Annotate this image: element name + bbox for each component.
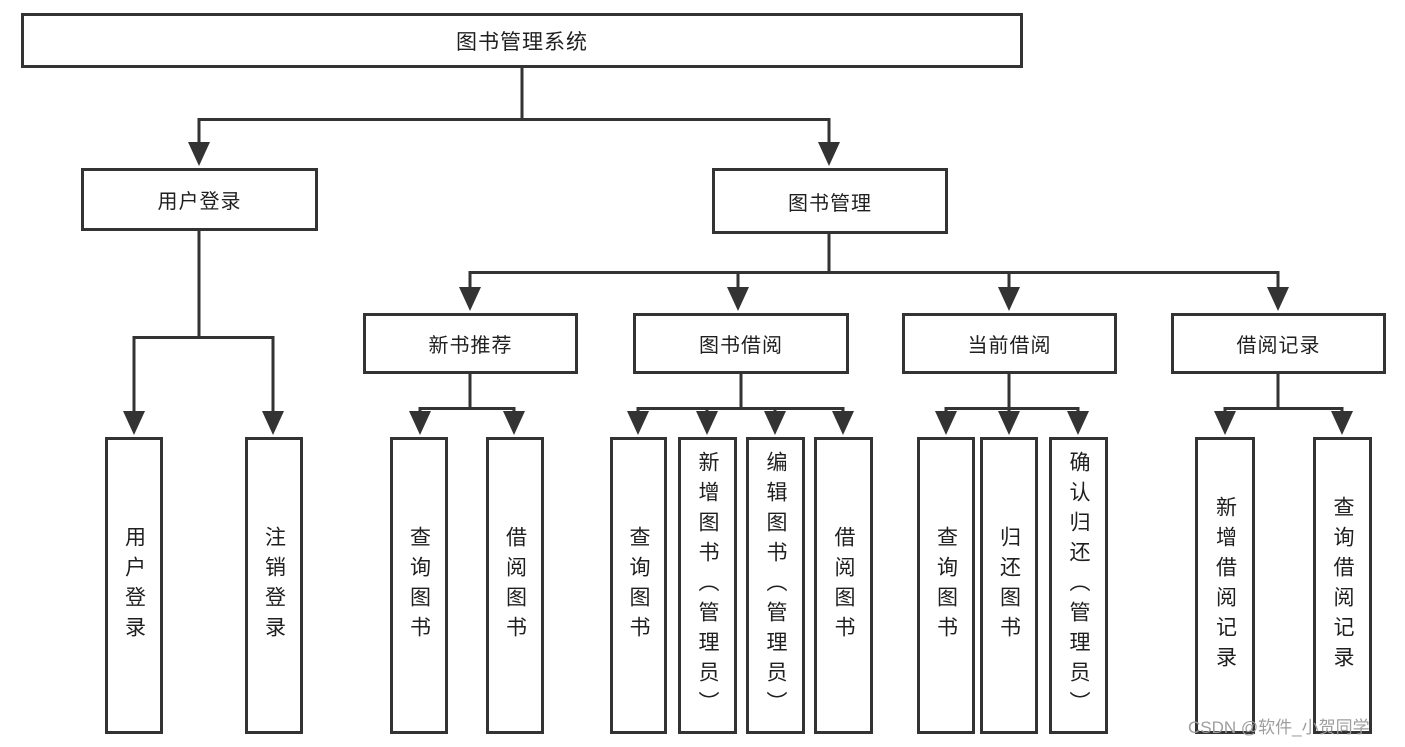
- leaf-edit-book-admin-label: 编辑图书（管理员）: [764, 450, 787, 721]
- leaf-add-borrow-record: 新增借阅记录: [1195, 437, 1255, 734]
- leaf-query-borrow-record: 查询借阅记录: [1313, 437, 1372, 734]
- node-current-borrow-label: 当前借阅: [967, 335, 1052, 357]
- leaf-user-login-label: 用户登录: [122, 525, 146, 646]
- leaf-borrow-book: 借阅图书: [814, 437, 873, 734]
- leaf-query-book-recommend: 查询图书: [390, 437, 448, 734]
- leaf-add-book-admin-label: 新增图书（管理员）: [696, 450, 719, 721]
- leaf-edit-book-admin: 编辑图书（管理员）: [746, 437, 805, 734]
- connector-borrow-record-children: [1214, 374, 1353, 435]
- node-book-management: 图书管理: [712, 168, 948, 234]
- leaf-logout: 注销登录: [245, 437, 303, 734]
- leaf-return-book: 归还图书: [980, 437, 1038, 734]
- leaf-borrow-book-recommend-label: 借阅图书: [503, 525, 527, 646]
- leaf-confirm-return-admin-label: 确认归还（管理员）: [1067, 450, 1090, 721]
- node-root-label: 图书管理系统: [456, 30, 588, 54]
- connector-user-login-children: [123, 231, 284, 435]
- node-book-management-label: 图书管理: [788, 192, 872, 215]
- connector-new-book-children: [409, 374, 525, 435]
- node-root-system: 图书管理系统: [21, 13, 1023, 68]
- node-new-book-recommend: 新书推荐: [363, 313, 578, 374]
- leaf-borrow-book-recommend: 借阅图书: [486, 437, 544, 734]
- leaf-query-book-borrow-label: 查询图书: [627, 525, 650, 646]
- node-book-borrow-label: 图书借阅: [699, 335, 783, 357]
- leaf-query-borrow-record-label: 查询借阅记录: [1331, 495, 1354, 676]
- leaf-logout-label: 注销登录: [262, 525, 286, 646]
- csdn-watermark: CSDN @软件_小贺同学: [1188, 718, 1370, 737]
- connector-book-management-to-level3: [459, 234, 1289, 311]
- connector-root-to-level2: [188, 68, 840, 166]
- node-borrow-record-label: 借阅记录: [1236, 335, 1321, 357]
- leaf-confirm-return-admin: 确认归还（管理员）: [1049, 437, 1108, 734]
- node-current-borrow: 当前借阅: [902, 313, 1117, 374]
- leaf-query-book-borrow: 查询图书: [610, 437, 667, 734]
- node-user-login: 用户登录: [81, 168, 318, 231]
- node-user-login-label: 用户登录: [157, 191, 242, 213]
- connector-current-borrow-children: [935, 374, 1089, 435]
- leaf-query-book-current: 查询图书: [917, 437, 975, 734]
- node-borrow-record: 借阅记录: [1171, 313, 1386, 374]
- leaf-return-book-label: 归还图书: [997, 525, 1021, 646]
- leaf-query-book-current-label: 查询图书: [934, 525, 958, 646]
- leaf-add-book-admin: 新增图书（管理员）: [678, 437, 737, 734]
- leaf-borrow-book-label: 借阅图书: [832, 525, 855, 646]
- node-book-borrow: 图书借阅: [633, 313, 849, 374]
- node-new-book-recommend-label: 新书推荐: [428, 335, 513, 357]
- leaf-user-login: 用户登录: [105, 437, 163, 734]
- leaf-query-book-recommend-label: 查询图书: [407, 525, 431, 646]
- leaf-add-borrow-record-label: 新增借阅记录: [1213, 495, 1237, 676]
- connector-book-borrow-children: [627, 374, 854, 435]
